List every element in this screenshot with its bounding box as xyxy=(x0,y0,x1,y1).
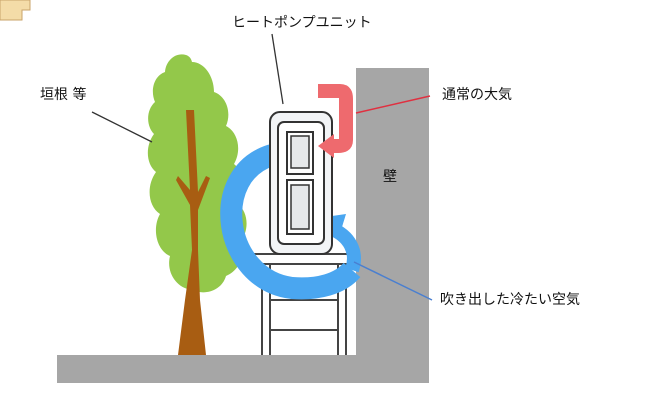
tree xyxy=(147,54,247,355)
wall-block xyxy=(356,68,429,383)
corner-tab-decoration xyxy=(0,0,31,21)
heat-pump-unit-label: ヒートポンプユニット xyxy=(232,15,372,31)
cold-air-label: 吹き出した冷たい空気 xyxy=(440,292,580,308)
cold-air-leader-line xyxy=(353,261,433,301)
tree-foliage xyxy=(147,54,247,293)
wall-label: 壁 xyxy=(383,169,397,185)
tree-trunk xyxy=(176,110,210,355)
heat-pump-unit xyxy=(269,111,333,255)
hedge-leader-line xyxy=(91,111,153,143)
normal-air-arrow xyxy=(318,84,353,158)
hedge-label: 垣根 等 xyxy=(40,87,87,103)
normal-air-leader-line xyxy=(355,95,431,114)
heat-pump-leader-line xyxy=(271,33,284,105)
normal-air-label: 通常の大気 xyxy=(442,87,512,103)
